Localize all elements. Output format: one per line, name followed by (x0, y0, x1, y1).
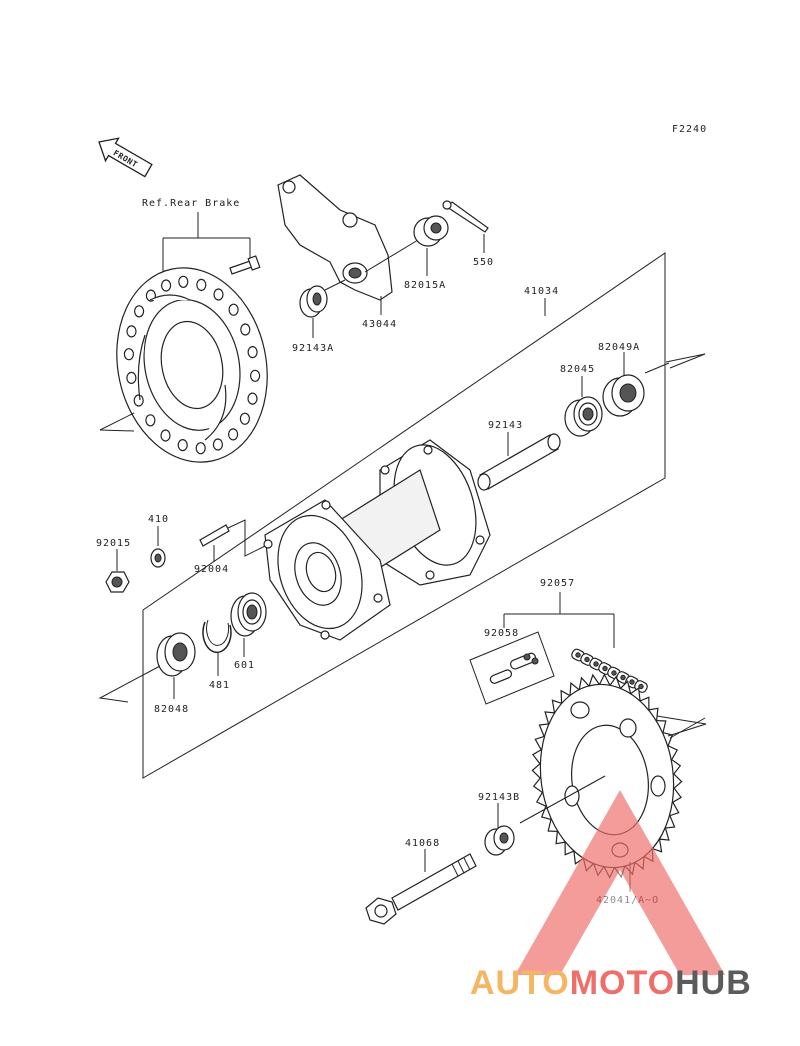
disc-hole (247, 346, 258, 359)
disc-hole (213, 288, 224, 301)
disc-hole (123, 348, 134, 361)
bearing-82045 (564, 396, 603, 437)
front-arrow-icon: FRONT (98, 137, 153, 178)
right-axle-arrow (644, 353, 706, 374)
disc-vent-holes (123, 275, 261, 455)
washer-410 (150, 548, 166, 568)
label-92015: 92015 (96, 538, 131, 549)
disc-hole (126, 371, 137, 384)
label-82045: 82045 (560, 364, 595, 375)
disc-hole (212, 438, 223, 451)
hub-assembly-frame (142, 252, 666, 779)
brake-disc (116, 267, 268, 463)
disc-hole (178, 275, 189, 288)
label-82015a: 82015A (404, 280, 446, 291)
disc-axis-arrow (99, 412, 135, 432)
chain-pin (584, 656, 590, 663)
chain-joint-92058 (469, 631, 555, 705)
chain-bracket-lines (503, 592, 615, 648)
disc-hole (196, 278, 207, 291)
label-43044: 43044 (362, 319, 397, 330)
cotter-pin-550 (442, 200, 489, 233)
chain-pin (611, 670, 617, 676)
chain-pin (620, 674, 626, 681)
figure-code: F2240 (672, 124, 707, 135)
nut-92015 (105, 571, 130, 593)
label-41034: 41034 (524, 286, 559, 297)
label-92143: 92143 (488, 420, 523, 431)
label-550: 550 (473, 257, 494, 268)
label-92004: 92004 (194, 564, 229, 575)
disc-hole (239, 412, 250, 425)
disc-hole (247, 392, 258, 405)
axle-41068 (365, 853, 477, 925)
disc-hole (228, 428, 239, 441)
label-92058: 92058 (484, 628, 519, 639)
disc-hole (145, 414, 156, 427)
label-481: 481 (209, 680, 230, 691)
disc-hole (250, 369, 261, 382)
oil-seal-82048 (156, 632, 196, 677)
disc-hole (228, 303, 239, 316)
collar-92143b (484, 825, 515, 856)
label-82049a: 82049A (598, 342, 640, 353)
label-601: 601 (234, 660, 255, 671)
spacer-92143 (477, 433, 561, 491)
chain-pin (602, 665, 608, 672)
collar-92143a (299, 285, 328, 318)
ref-bracket-lines (162, 212, 251, 272)
disc-hole (177, 439, 188, 452)
chain-pin (575, 652, 581, 658)
automotohub-watermark-logo (515, 790, 725, 975)
disc-hole (240, 323, 251, 336)
stud-92004 (199, 524, 230, 547)
label-92143b: 92143B (478, 792, 520, 803)
disc-hole (126, 325, 137, 338)
chain-pin (638, 683, 644, 690)
label-42041: 42041/A~O (596, 895, 659, 906)
label-410: 410 (148, 514, 169, 525)
disc-hole (134, 305, 145, 318)
chain-pin (629, 679, 635, 685)
rear-sprocket (531, 673, 683, 879)
collar-82015a (413, 215, 449, 247)
chain-pin (593, 661, 599, 667)
label-41068: 41068 (405, 838, 440, 849)
bearing-601 (230, 592, 267, 637)
caliper-bracket (277, 174, 393, 301)
label-82048: 82048 (154, 704, 189, 715)
watermark-text: AUTOMOTOHUB (470, 964, 752, 1002)
label-92057: 92057 (540, 578, 575, 589)
disc-hole (195, 442, 206, 455)
circlip-481 (202, 619, 232, 654)
disc-hole (133, 394, 144, 407)
oil-seal-82049a (602, 374, 645, 417)
disc-hole (161, 279, 172, 292)
label-92143a: 92143A (292, 343, 334, 354)
disc-hole (160, 429, 171, 442)
left-axle-arrow (98, 665, 161, 703)
wheel-hub (263, 439, 491, 641)
brake-disc-bolt (229, 255, 261, 275)
ref-rear-brake-label: Ref.Rear Brake (142, 198, 240, 209)
drive-chain (571, 648, 648, 693)
sprocket-axle-arrow (519, 715, 707, 824)
